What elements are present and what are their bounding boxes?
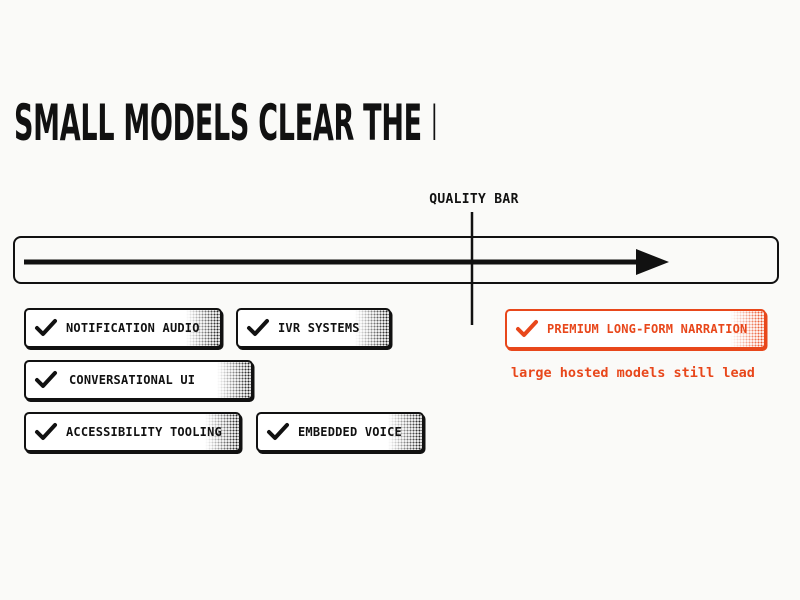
chip-embedded-voice: EMBEDDED VOICE	[256, 412, 424, 452]
check-icon	[267, 423, 289, 440]
page-title: SMALL MODELS CLEAR THE BAR — MOSTLY	[14, 94, 435, 152]
quality-bar-label: QUALITY BAR	[429, 192, 519, 207]
progress-track	[13, 236, 779, 284]
chip-label: IVR SYSTEMS	[278, 321, 360, 335]
check-icon	[35, 423, 57, 440]
check-icon	[247, 319, 269, 336]
chip-conversational-ui: CONVERSATIONAL UI	[24, 360, 253, 400]
chip-ivr-systems: IVR SYSTEMS	[236, 308, 391, 348]
chip-premium-long-form-narration: PREMIUM LONG-FORM NARRATION	[505, 309, 766, 349]
chip-label: ACCESSIBILITY TOOLING	[66, 425, 222, 439]
chip-label: PREMIUM LONG-FORM NARRATION	[547, 322, 748, 336]
chip-notification-audio: NOTIFICATION AUDIO	[24, 308, 222, 348]
check-icon	[35, 371, 57, 388]
chip-label: EMBEDDED VOICE	[298, 425, 402, 439]
check-icon	[516, 320, 538, 337]
check-icon	[35, 319, 57, 336]
chip-label: NOTIFICATION AUDIO	[66, 321, 200, 335]
chip-accessibility-tooling: ACCESSIBILITY TOOLING	[24, 412, 241, 452]
narration-note: large hosted models still lead	[511, 365, 755, 381]
chip-label: CONVERSATIONAL UI	[69, 373, 196, 387]
